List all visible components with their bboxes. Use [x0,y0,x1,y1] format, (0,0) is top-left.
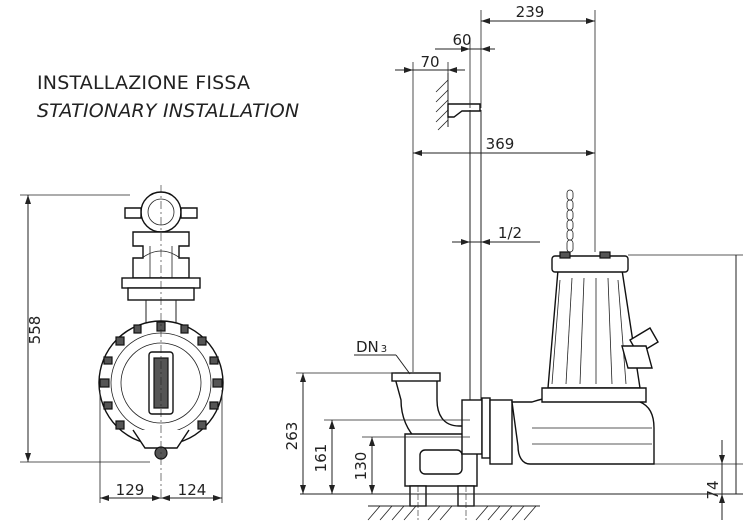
dim-arrows [329,420,335,494]
pump-flange [489,399,513,465]
lifting-eye [599,251,611,259]
pump-front-view: 558 129 124 [20,185,224,503]
motor-cooling-fins [551,277,627,385]
installation-side-view: 239 60 70 369 1/2 DN3 [283,3,743,521]
base-window [419,449,463,475]
dn-text: DN [356,338,379,356]
dim-arrows [461,46,490,52]
dim-239: 239 [516,3,545,21]
elbow-flange [391,372,441,382]
dim-558: 558 [26,316,44,345]
dim-60: 60 [452,31,471,49]
motor-base [541,387,647,403]
top-flange [124,207,198,219]
dim-130: 130 [352,452,370,481]
dim-263: 263 [283,422,301,451]
title-english: STATIONARY INSTALLATION [37,100,300,122]
coupling-claw [461,399,483,455]
dim-74: 74 [704,480,722,499]
floor-hatch [367,505,537,521]
pump-body-core [120,342,202,424]
lifting-eye [559,251,571,259]
upper-guide-bracket [447,103,481,118]
dim-129: 129 [116,481,145,499]
motor-cap [551,255,629,273]
dim-arrows [461,239,490,245]
flange-bolts [99,321,223,445]
coupling-flange [481,397,491,459]
dim-369: 369 [486,135,515,153]
dim-70: 70 [420,53,439,71]
dn-leader-arrow [395,354,411,375]
dim-161: 161 [312,444,330,473]
wall-hatch [435,79,449,131]
motor-housing [547,269,641,389]
lifting-chain [566,189,574,253]
dim-1-2: 1/2 [498,224,522,242]
dim-124: 124 [178,481,207,499]
dim-arrows [100,495,222,501]
dn-subscript: 3 [381,344,387,355]
pump-volute [511,393,655,465]
title-italian: INSTALLAZIONE FISSA [37,72,251,94]
cable-box [621,345,653,369]
